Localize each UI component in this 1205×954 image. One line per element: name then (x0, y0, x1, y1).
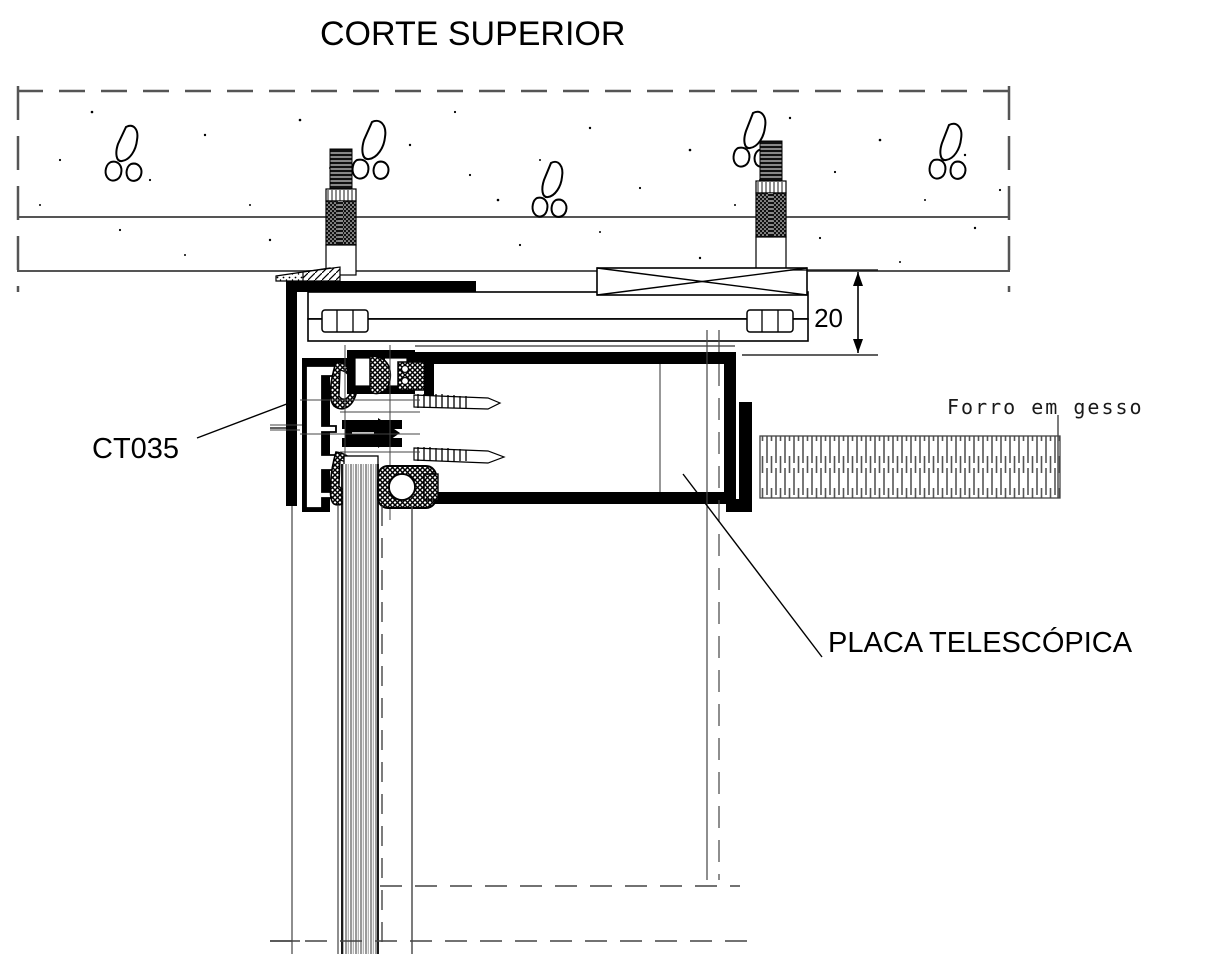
placa-telescopica-leader-line (682, 473, 823, 658)
top-support-bracket (286, 281, 476, 506)
anchor-bolt-washer-lines (327, 190, 353, 201)
anchor-bolt-threaded-rod (329, 148, 353, 190)
page-title: CORTE SUPERIOR (320, 15, 625, 53)
label-ct035-group: CT035 (92, 401, 293, 465)
glazing-unit (341, 455, 379, 954)
ct035-leader-line (196, 401, 293, 439)
dimension-value-20: 20 (814, 303, 843, 333)
dimension-arrow-up (853, 272, 863, 286)
anchor-bolt-left (325, 148, 357, 276)
concrete-aggregate (104, 110, 967, 218)
dimension-arrow-down (853, 339, 863, 353)
glass-layers (343, 464, 377, 954)
anchor-bolt-washer-lines (757, 182, 783, 193)
hex-nut-right (746, 309, 794, 333)
header-channel-profile (307, 267, 809, 342)
ceiling-bracket-foot (726, 499, 752, 512)
bracket-horizontal-arm (286, 281, 476, 292)
aluminium-profile-ct035 (270, 345, 506, 954)
concrete-slab (16, 86, 1011, 292)
fixing-screw-lower (413, 447, 506, 464)
telescopic-plate-right (724, 352, 736, 504)
telescopic-plate (404, 330, 736, 880)
anchor-bolt-embedded-shank (755, 236, 787, 274)
gypsum-ceiling: Forro em gesso (759, 395, 1144, 499)
anchor-bolt-right (755, 140, 787, 274)
dimension-20: 20 (742, 269, 878, 356)
anchor-bolt-threaded-rod (759, 140, 783, 182)
mortar-bed (275, 266, 341, 282)
hex-nut-body (746, 309, 794, 333)
profile-code-label: CT035 (92, 433, 179, 465)
lower-panel-region (270, 506, 760, 954)
gypsum-ceiling-label: Forro em gesso (947, 395, 1144, 419)
hex-nut-left (321, 309, 369, 333)
telescopic-plate-label: PLACA TELESCÓPICA (828, 626, 1133, 659)
hex-nut-body (321, 309, 369, 333)
header-channel-box (307, 291, 809, 320)
concrete-speckle (39, 110, 1002, 263)
fixing-screw-upper (413, 394, 502, 410)
telescopic-plate-top (404, 352, 736, 364)
gypsum-ceiling-board (759, 435, 1061, 499)
label-placa-telescopica-group: PLACA TELESCÓPICA (682, 473, 1133, 659)
bracket-vertical-leg (286, 281, 297, 506)
bead-gasket-block (397, 361, 427, 391)
ceiling-bracket-vertical (739, 402, 752, 512)
ceiling-edge-bracket (726, 402, 752, 512)
telescopic-plate-bottom (404, 492, 736, 504)
profile-outer-frame (302, 358, 408, 512)
bottom-seal-gasket (377, 465, 439, 509)
